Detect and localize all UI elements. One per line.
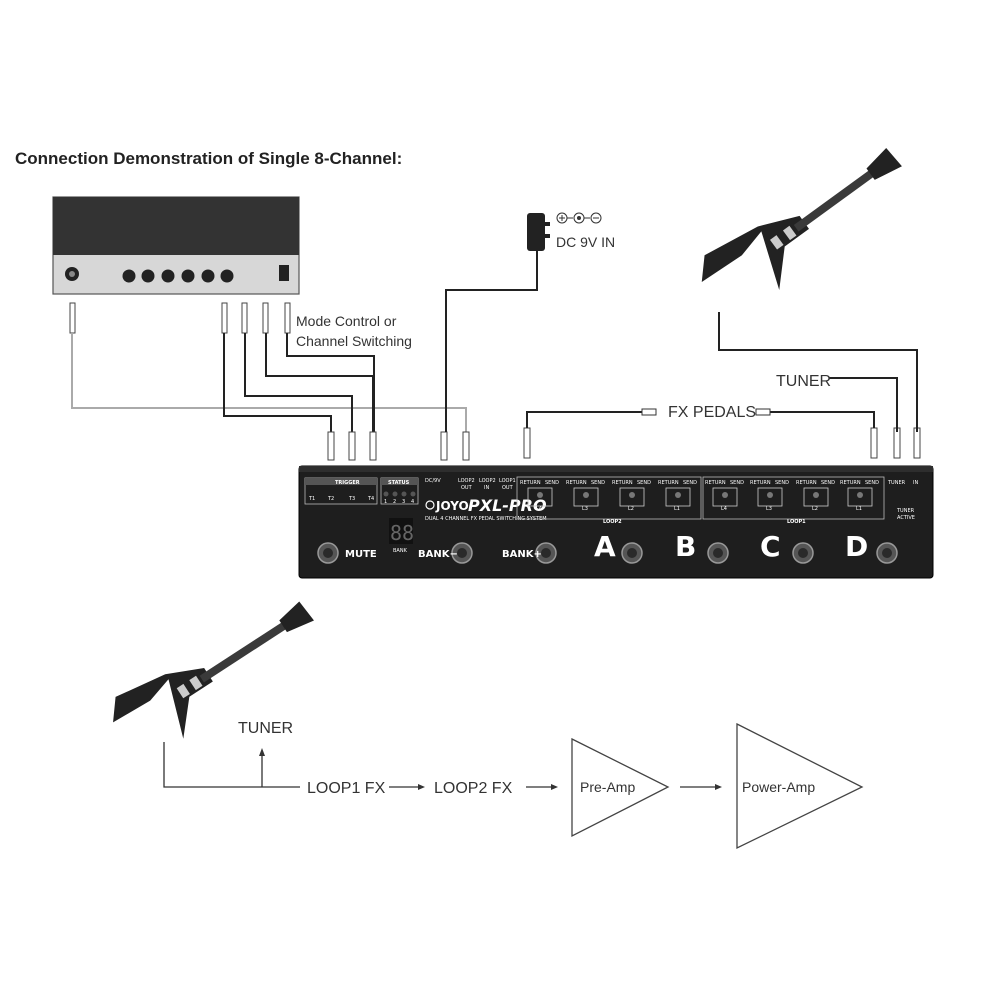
status-1: 1 xyxy=(384,499,387,505)
guitar-bottom xyxy=(113,601,314,739)
fx-pedals-cable xyxy=(526,408,875,428)
signal-flow xyxy=(163,722,864,850)
switch-d-label: D xyxy=(845,530,868,563)
tuner-active-label-1: TUNER xyxy=(896,508,915,514)
loop2-group-label: LOOP2 xyxy=(603,519,622,525)
fx-pedals-label: FX PEDALS xyxy=(668,404,756,421)
loop1-slot-2: L3 xyxy=(766,506,772,512)
status-3: 3 xyxy=(402,499,405,505)
guitar-top xyxy=(701,148,902,290)
brand-logo-icon xyxy=(425,500,435,510)
status-4: 4 xyxy=(411,499,414,505)
flow-loop1-label: LOOP1 FX xyxy=(307,780,386,797)
model-name: PXL-PRO xyxy=(468,496,547,515)
loop2-l1-return: RETURN xyxy=(658,480,679,486)
status-2: 2 xyxy=(393,499,396,505)
loop1-l2-send: SEND xyxy=(821,480,835,486)
polarity-icon xyxy=(556,212,602,224)
loop2-slot-1: L4 xyxy=(536,506,542,512)
loop2-out-label-2: OUT xyxy=(461,485,473,491)
amp-plugs xyxy=(69,302,291,334)
switch-a-label: A xyxy=(594,530,616,563)
bank-plus-label: BANK+ xyxy=(502,549,542,560)
pedal-switcher: TRIGGER T1 T2 T3 T4 STATUS 1 2 3 4 DC/9V… xyxy=(298,465,934,579)
model-subtitle: DUAL 4 CHANNEL FX PEDAL SWITCHING SYSTEM xyxy=(425,516,547,522)
loop1-l4-return: RETURN xyxy=(705,480,726,486)
loop2-block xyxy=(516,476,702,520)
bank-display-label: BANK xyxy=(393,548,408,554)
trigger-label: TRIGGER xyxy=(335,480,360,486)
loop1-slot-1: L4 xyxy=(721,506,727,512)
loop1-l1-send: SEND xyxy=(865,480,879,486)
pedal-plugs xyxy=(327,427,921,461)
loop2-slot-3: L2 xyxy=(628,506,634,512)
amp-power-switch xyxy=(279,265,289,281)
bank-minus-label: BANK− xyxy=(418,549,458,560)
loop1-out-label-1: LOOP1 xyxy=(499,478,516,484)
loop1-l3-send: SEND xyxy=(775,480,789,486)
status-label: STATUS xyxy=(388,480,410,486)
mode-control-label-1: Mode Control or xyxy=(296,313,397,329)
in-jack-label: IN xyxy=(913,480,918,486)
arrow-icon xyxy=(715,784,722,790)
loop2-l3-return: RETURN xyxy=(566,480,587,486)
loop1-slot-4: L1 xyxy=(856,506,862,512)
loop1-l2-return: RETURN xyxy=(796,480,817,486)
arrow-icon xyxy=(418,784,425,790)
dc-jack-label: DC/9V xyxy=(425,478,441,484)
arrow-icon xyxy=(551,784,558,790)
loop2-l3-send: SEND xyxy=(591,480,605,486)
amplifier xyxy=(52,196,300,295)
bank-display xyxy=(389,518,413,544)
tuner-active-label-2: ACTIVE xyxy=(897,515,915,521)
loop2-jacks: RETURN SEND L4 RETURN SEND L3 RETURN SEN… xyxy=(520,480,697,512)
loop1-slot-3: L2 xyxy=(812,506,818,512)
switch-c-label: C xyxy=(760,530,781,563)
power-adapter xyxy=(445,213,550,432)
mute-label: MUTE xyxy=(345,549,377,560)
dc-in-label: DC 9V IN xyxy=(556,234,615,250)
trigger-t4: T4 xyxy=(367,496,374,502)
bank-display-digits: 88 xyxy=(390,521,414,545)
loop2-out-label-1: LOOP2 xyxy=(458,478,475,484)
loop2-l4-send: SEND xyxy=(545,480,559,486)
amplifier-grille xyxy=(53,197,299,255)
poweramp-triangle xyxy=(736,722,864,850)
trigger-t1: T1 xyxy=(308,496,315,502)
flow-tuner-label: TUNER xyxy=(238,720,293,737)
loop2-in-label-2: IN xyxy=(484,485,489,491)
flow-preamp-label: Pre-Amp xyxy=(580,779,635,795)
tuner-jack-label: TUNER xyxy=(887,480,906,486)
loop1-out-label-2: OUT xyxy=(502,485,514,491)
amp-knobs xyxy=(122,269,234,283)
diagram-title: Connection Demonstration of Single 8-Cha… xyxy=(15,149,402,168)
preamp-triangle xyxy=(571,737,670,838)
loop1-block xyxy=(702,476,885,520)
loop1-l4-send: SEND xyxy=(730,480,744,486)
loop2-slot-4: L1 xyxy=(674,506,680,512)
amp-cables xyxy=(71,333,467,432)
tuner-arrow-icon xyxy=(259,748,265,756)
loop2-l1-send: SEND xyxy=(683,480,697,486)
trigger-t3: T3 xyxy=(348,496,355,502)
tuner-top-label: TUNER xyxy=(776,373,831,390)
flow-loop2-label: LOOP2 FX xyxy=(434,780,513,797)
loop2-l2-send: SEND xyxy=(637,480,651,486)
loop1-l1-return: RETURN xyxy=(840,480,861,486)
loop2-l2-return: RETURN xyxy=(612,480,633,486)
loop1-group-label: LOOP1 xyxy=(787,519,806,525)
loop2-slot-2: L3 xyxy=(582,506,588,512)
loop2-l4-return: RETURN xyxy=(520,480,541,486)
loop1-jacks: RETURN SEND L4 RETURN SEND L3 RETURN SEN… xyxy=(705,480,879,512)
switch-b-label: B xyxy=(675,530,696,563)
trigger-t2: T2 xyxy=(327,496,334,502)
mode-control-label-2: Channel Switching xyxy=(296,333,412,349)
flow-poweramp-label: Power-Amp xyxy=(742,779,815,795)
loop1-l3-return: RETURN xyxy=(750,480,771,486)
loop2-in-label-1: LOOP2 xyxy=(479,478,496,484)
brand-name: JOYO xyxy=(435,499,469,513)
